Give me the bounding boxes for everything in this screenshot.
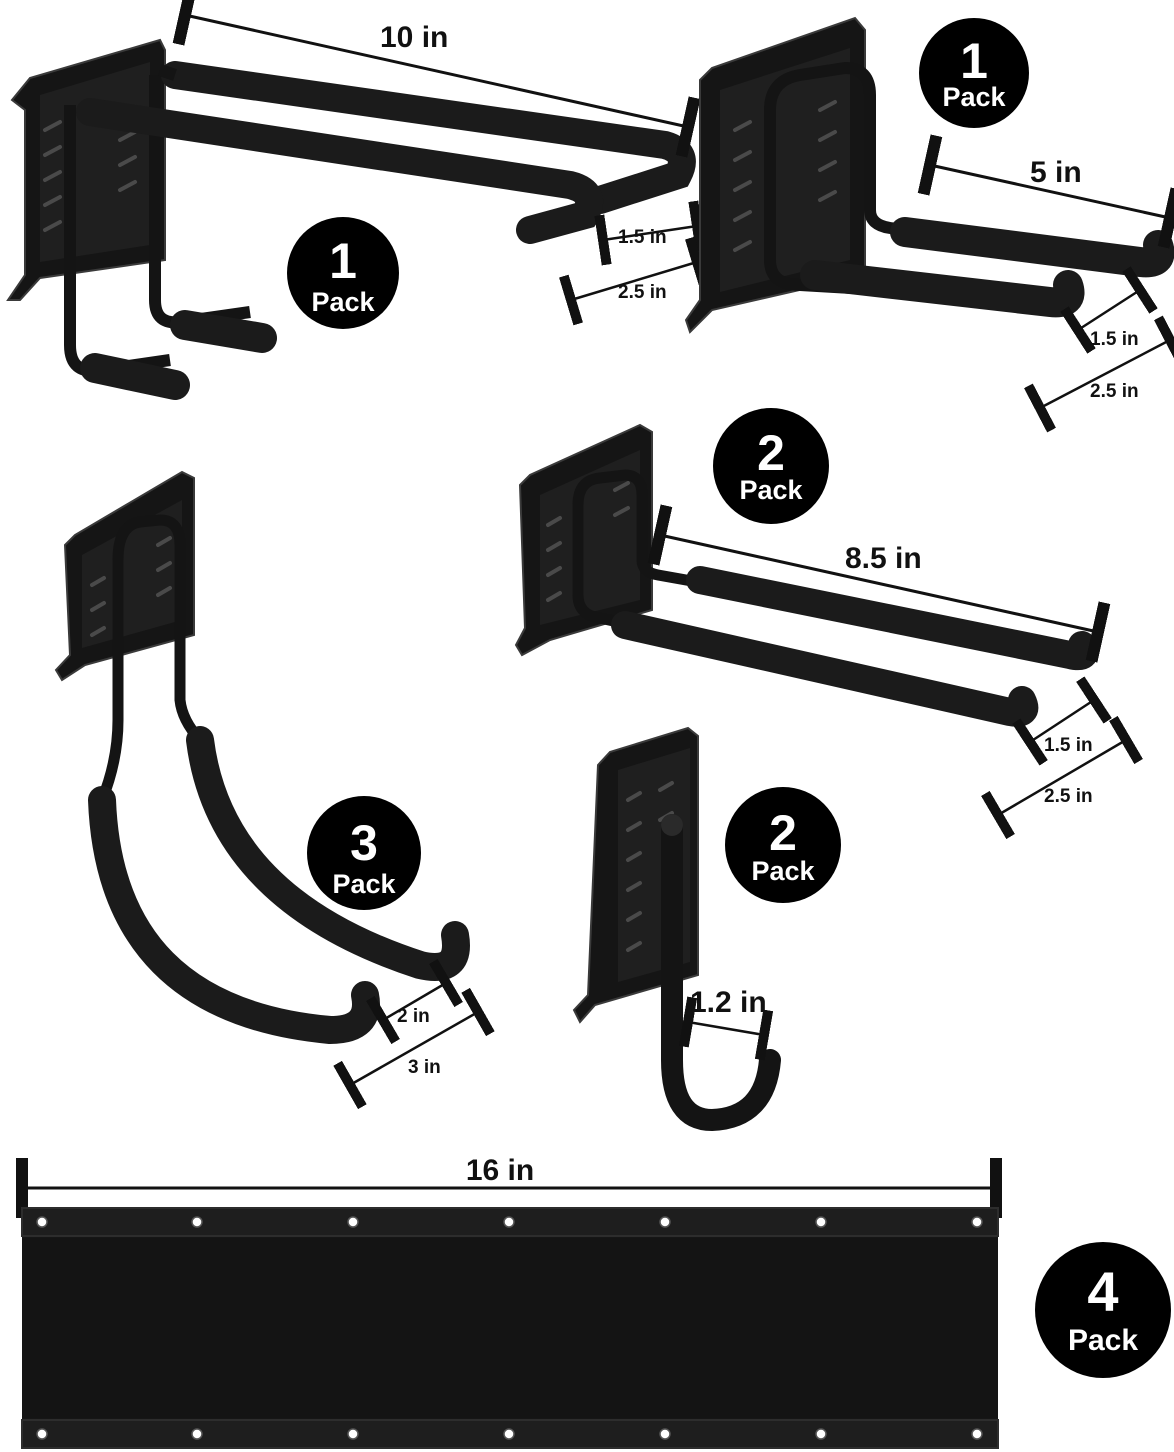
dimension-label-16in: 16 in <box>466 1154 534 1187</box>
badge-unit: Pack <box>311 287 375 317</box>
dimension-line-2-5in <box>981 715 1143 840</box>
dimension-label-2-5in: 2.5 in <box>1090 381 1139 402</box>
badge-count: 1 <box>960 33 988 89</box>
double-utility-hook-icon <box>6 38 696 400</box>
dimension-line-5in <box>917 134 1174 249</box>
dimension-line-8-5in <box>647 504 1111 663</box>
dimension-label-1-5in: 1.5 in <box>618 227 667 248</box>
dimension-label-2in: 2 in <box>397 1006 430 1027</box>
dimension-label-1-5in: 1.5 in <box>1090 329 1139 350</box>
pack-badge: 2 Pack <box>713 408 829 524</box>
badge-unit: Pack <box>332 869 396 899</box>
wall-rail-icon <box>21 1207 999 1449</box>
badge-unit: Pack <box>1068 1324 1138 1357</box>
dimension-line-3in <box>333 987 495 1110</box>
badge-unit: Pack <box>942 82 1006 112</box>
pack-badge: 4 Pack <box>1035 1242 1171 1378</box>
dimension-label-10in: 10 in <box>380 21 448 54</box>
badge-unit: Pack <box>739 475 803 505</box>
j-hook-icon <box>572 726 781 1132</box>
dimension-label-2-5in: 2.5 in <box>618 282 667 303</box>
curved-bike-hook-icon <box>54 470 470 1045</box>
pack-badge: 1 Pack <box>919 18 1029 128</box>
badge-count: 2 <box>757 425 785 481</box>
dimension-line-2-5in <box>1023 315 1174 433</box>
badge-unit: Pack <box>751 856 815 886</box>
pack-badge: 3 Pack <box>307 796 421 910</box>
pack-badge: 2 Pack <box>725 787 841 903</box>
dimension-line-1-5in <box>1060 266 1158 354</box>
dimension-line-2-5in <box>558 236 710 326</box>
dimension-label-1-2in: 1.2 in <box>690 986 767 1019</box>
dimension-line-1-2in <box>678 996 774 1061</box>
dimension-label-3in: 3 in <box>408 1057 441 1078</box>
dimension-label-2-5in: 2.5 in <box>1044 786 1093 807</box>
badge-count: 2 <box>769 805 797 861</box>
badge-count: 3 <box>350 815 378 871</box>
dimension-label-1-5in: 1.5 in <box>1044 735 1093 756</box>
badge-count: 4 <box>1087 1260 1118 1323</box>
dimension-label-5in: 5 in <box>1030 156 1082 189</box>
pack-badge: 1 Pack <box>287 217 399 329</box>
badge-count: 1 <box>329 233 357 289</box>
dimension-line-10in <box>172 0 701 158</box>
dimension-label-8-5in: 8.5 in <box>845 542 922 575</box>
